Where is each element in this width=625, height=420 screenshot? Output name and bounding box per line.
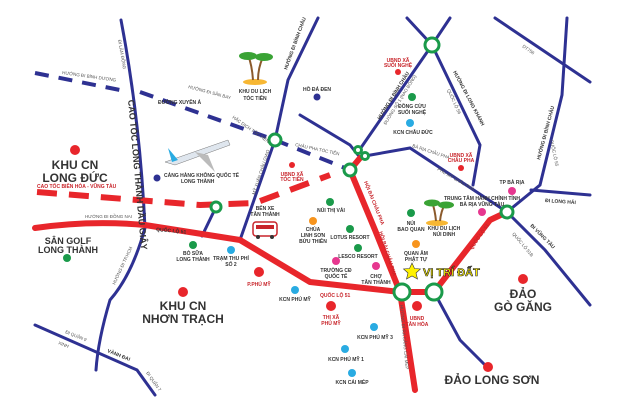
- place-label: ĐỒNG CỪU: [398, 103, 426, 110]
- place-label: KCN PHÚ MỸ 3: [357, 334, 393, 341]
- place-label: LONG THÀNH: [181, 178, 215, 185]
- place-label: KCN PHÚ MỸ 1: [328, 356, 364, 363]
- palm-tree-icon: [424, 199, 454, 226]
- place-label: BÒ SỮA: [183, 249, 203, 257]
- place-label: UBND: [410, 316, 425, 322]
- place-label: ĐẢO LONG SƠN: [445, 372, 540, 387]
- place-label: CHỢ: [370, 274, 382, 280]
- poi-markers: [63, 69, 528, 377]
- road-label: HƯỚNG ĐI TP.HCM: [110, 245, 133, 285]
- place-label: PHẬT TỰ: [405, 256, 428, 263]
- road-label: QUỐC LỘ 51: [320, 291, 351, 299]
- place-label: TÂN THÀNH: [250, 211, 280, 218]
- place-label: THỊ XÃ: [323, 314, 340, 321]
- place-label: NÚI THỊ VẢI: [317, 207, 345, 214]
- place-label: UBND XÃ: [450, 152, 473, 159]
- road-label: HƯỚNG ĐI SÂN BAY: [188, 83, 232, 100]
- road-label: XINH: [58, 340, 70, 349]
- place-label: QUỐC TẾ: [325, 273, 348, 280]
- place-label: KHU CN: [160, 299, 207, 313]
- road-label: QUỐC LỘ 55: [549, 139, 561, 167]
- property-location-label: VỊ TRÍ ĐẤT: [423, 266, 480, 279]
- place-label: TRUNG TÂM HÀNH CHÍNH TỈNH: [444, 194, 520, 202]
- place-label: KCN CHÂU ĐỨC: [393, 129, 433, 136]
- place-label: LINH SƠN: [301, 233, 326, 239]
- place-label: BÀ RỊA VŨNG TÀU: [460, 201, 505, 208]
- place-label: KCN PHÚ MỸ: [279, 296, 311, 303]
- road-label: CHÂU PHA TÓC TIÊN: [295, 140, 341, 156]
- place-label: CẢNG HÀNG KHÔNG QUỐC TẾ: [164, 171, 240, 179]
- place-label: LONG ĐỨC: [42, 170, 108, 185]
- place-label: TÂN THÀNH: [361, 279, 391, 286]
- place-label: SỐ 2: [225, 261, 237, 268]
- place-label: TRẠM THU PHÍ: [213, 254, 249, 262]
- place-labels: KHU CN LONG ĐỨC SÂN GOLF LONG THÀNH KHU …: [38, 57, 552, 387]
- bus-icon: [252, 221, 278, 239]
- road-label: HƯỚNG ĐI ĐỒNG NAI: [85, 213, 132, 219]
- road-label: HƯỚNG ĐI RA CẢNG CÁI MÉP: [399, 305, 411, 370]
- road-label: HƯỚNG ĐI BÌNH CHÂU: [281, 16, 308, 71]
- road-label: PHÚ MỸ CHÂU PHA: [437, 166, 476, 192]
- road-label: ĐƯỜNG XUYÊN Á: [158, 98, 202, 106]
- place-label: UBND XÃ: [387, 57, 410, 64]
- place-label: TRƯỜNG CĐ: [320, 266, 352, 274]
- road-label: MỸ XUÂN CHÂU GIAO: [250, 148, 270, 195]
- road-label: CAO TỐC LONG THÀNH DẦU GIÂY: [126, 99, 150, 250]
- place-label: LOTUS RESORT: [330, 235, 369, 241]
- place-label: UBND XÃ: [281, 171, 304, 178]
- road-label: QUỐC LỘ 51: [156, 225, 187, 236]
- place-label: NÚI DINH: [433, 231, 456, 238]
- place-label: BAO QUAN: [397, 227, 425, 233]
- star-icon: [402, 262, 422, 280]
- road-label: ĐI LONG HẢI: [545, 197, 577, 206]
- airplane-icon: [164, 139, 231, 172]
- place-label: CHÙA: [306, 226, 321, 233]
- palm-tree-icon: [239, 52, 273, 85]
- place-label: KHU CN: [52, 158, 99, 172]
- place-label: NÚI: [407, 220, 416, 227]
- place-label: KHU DU LỊCH: [239, 89, 272, 95]
- place-label: TÂN HÒA: [406, 320, 429, 328]
- road-label: ĐI QUẬN 7: [145, 370, 163, 392]
- place-label: TP BÀ RỊA: [500, 179, 525, 186]
- place-label: P.PHÚ MỸ: [247, 281, 271, 288]
- place-label: NHƠN TRẠCH: [142, 312, 224, 326]
- road-label: BÀ RỊA CHÂU PHA: [412, 142, 451, 160]
- place-label: SUỐI NGHỆ: [384, 61, 413, 69]
- place-label: LESCO RESORT: [338, 254, 377, 260]
- road-label: QUỐC LỘ 51: [467, 222, 491, 252]
- place-label: CHÂU PHA: [448, 157, 475, 164]
- junctions: [209, 36, 515, 302]
- place-label: BẾN XE: [256, 205, 275, 212]
- place-label: BỬU THIÊN: [299, 237, 327, 245]
- road-label: CAO TỐC BIÊN HÒA - VŨNG TÀU: [37, 182, 117, 190]
- place-label: HỒ ĐÁ ĐEN: [303, 86, 331, 93]
- place-label: KHU DU LỊCH: [428, 226, 461, 232]
- road-label: ĐI LÂM ĐỒNG: [117, 39, 128, 70]
- place-label: SÂN GOLF: [45, 235, 92, 246]
- place-label: LONG THÀNH: [176, 256, 210, 263]
- place-label: TÓC TIÊN: [280, 175, 304, 183]
- place-label: LONG THÀNH: [38, 245, 98, 255]
- place-label: KCN CÁI MÉP: [335, 378, 369, 386]
- place-label: PHÚ MỸ: [321, 320, 341, 327]
- place-label: GÒ GĂNG: [494, 299, 552, 314]
- place-label: SUỐI NGHỆ: [398, 108, 427, 116]
- place-label: TÓC TIÊN: [243, 94, 267, 102]
- place-label: ĐẢO: [510, 286, 537, 301]
- place-label: QUAN ÂM: [404, 250, 428, 257]
